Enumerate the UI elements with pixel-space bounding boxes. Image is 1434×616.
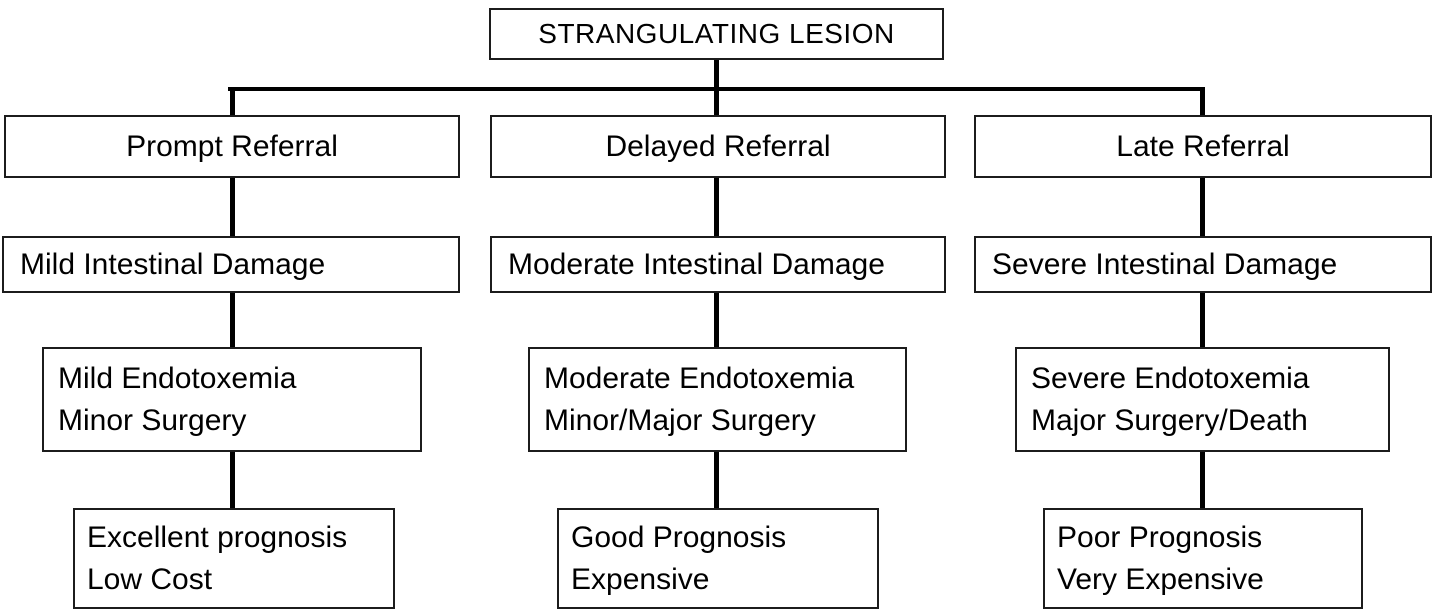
connector-drop-prompt bbox=[230, 87, 235, 115]
node-delayed-referral: Delayed Referral bbox=[490, 115, 946, 178]
connector-damage-outcome-delayed bbox=[714, 293, 719, 347]
connector-drop-late bbox=[1200, 87, 1205, 115]
connector-referral-damage-prompt bbox=[230, 178, 235, 236]
node-moderate-endotoxemia: Moderate Endotoxemia Minor/Major Surgery bbox=[528, 347, 907, 452]
node-severe-intestinal-damage: Severe Intestinal Damage bbox=[974, 236, 1432, 293]
prognosis-line-2: Expensive bbox=[571, 562, 710, 596]
prognosis-line-1: Excellent prognosis bbox=[87, 520, 348, 554]
node-excellent-prognosis: Excellent prognosis Low Cost bbox=[73, 508, 395, 609]
outcome-line-1: Mild Endotoxemia bbox=[58, 361, 297, 395]
outcome-line-2: Minor Surgery bbox=[58, 403, 247, 437]
connector-outcome-prognosis-late bbox=[1200, 452, 1205, 508]
prognosis-line-2: Very Expensive bbox=[1057, 562, 1264, 596]
connector-damage-outcome-prompt bbox=[230, 293, 235, 347]
node-prompt-referral: Prompt Referral bbox=[4, 115, 460, 178]
prognosis-line-1: Poor Prognosis bbox=[1057, 520, 1263, 554]
outcome-line-1: Moderate Endotoxemia bbox=[544, 361, 855, 395]
connector-damage-outcome-late bbox=[1200, 293, 1205, 347]
outcome-line-2: Major Surgery/Death bbox=[1031, 403, 1308, 437]
node-moderate-intestinal-damage: Moderate Intestinal Damage bbox=[490, 236, 946, 293]
connector-branch-bar bbox=[228, 87, 1205, 91]
connector-referral-damage-delayed bbox=[714, 178, 719, 236]
node-late-referral: Late Referral bbox=[974, 115, 1432, 178]
connector-outcome-prognosis-delayed bbox=[714, 452, 719, 508]
connector-referral-damage-late bbox=[1200, 178, 1205, 236]
node-mild-intestinal-damage: Mild Intestinal Damage bbox=[2, 236, 460, 293]
node-mild-endotoxemia: Mild Endotoxemia Minor Surgery bbox=[42, 347, 422, 452]
outcome-line-2: Minor/Major Surgery bbox=[544, 403, 816, 437]
node-severe-endotoxemia: Severe Endotoxemia Major Surgery/Death bbox=[1015, 347, 1390, 452]
node-strangulating-lesion: STRANGULATING LESION bbox=[489, 8, 944, 60]
outcome-line-1: Severe Endotoxemia bbox=[1031, 361, 1310, 395]
prognosis-line-2: Low Cost bbox=[87, 562, 213, 596]
node-good-prognosis: Good Prognosis Expensive bbox=[557, 508, 879, 609]
prognosis-line-1: Good Prognosis bbox=[571, 520, 787, 554]
connector-outcome-prognosis-prompt bbox=[230, 452, 235, 508]
node-poor-prognosis: Poor Prognosis Very Expensive bbox=[1043, 508, 1363, 609]
